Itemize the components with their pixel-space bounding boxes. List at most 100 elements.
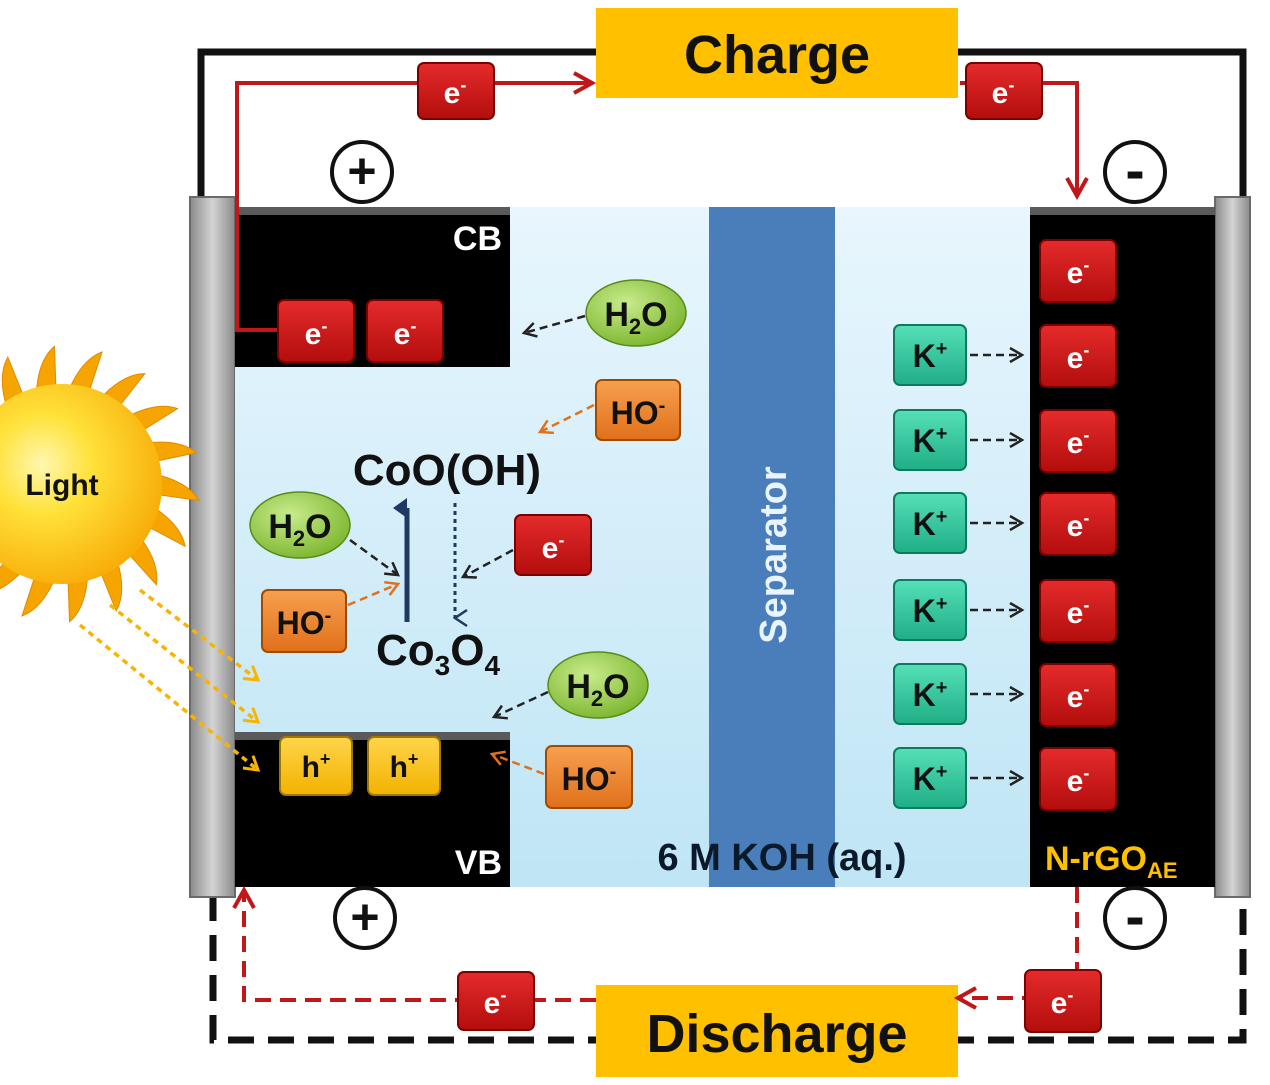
- electron-label: e: [1051, 987, 1068, 1020]
- svg-text:H2O: H2O: [566, 668, 629, 711]
- hydroxide-top-arrow: [540, 403, 595, 432]
- electron-label: e: [1067, 681, 1084, 714]
- hole-label: h: [302, 751, 320, 784]
- electrode-electron: e-: [1039, 324, 1117, 388]
- hydroxide-bottom-arrow: [492, 754, 545, 776]
- electron-label: e: [394, 318, 411, 351]
- negative-terminal-bottom: -: [1103, 884, 1167, 950]
- electron-charge: -: [558, 530, 564, 550]
- sun-ray: [21, 571, 57, 617]
- plus-sign: +: [350, 889, 379, 945]
- electrode-electron: e-: [1039, 747, 1117, 811]
- hydroxide-left: HO-: [261, 589, 347, 653]
- co3o4-sub-4: 4: [484, 650, 500, 681]
- svg-text:e-: e-: [992, 75, 1015, 110]
- potassium-ion: K+: [893, 663, 1022, 725]
- electrode-electron-column: e-e-e-e-e-e-e-: [1039, 239, 1117, 811]
- potassium-ion: K+: [893, 409, 1022, 471]
- charge-wire-electron-left: e-: [417, 62, 495, 120]
- water-sub: 2: [629, 314, 641, 339]
- potassium-ion: K+: [893, 324, 1022, 386]
- svg-text:h+: h+: [302, 749, 331, 784]
- electron-label: e: [1067, 427, 1084, 460]
- potassium-ion: K+: [893, 492, 1022, 554]
- electron-charge: -: [1083, 255, 1089, 275]
- vb-hole-2: h+: [367, 736, 441, 796]
- svg-text:K+: K+: [913, 677, 948, 713]
- water-to-cb-arrow: [524, 314, 586, 333]
- hole-label: h: [390, 751, 408, 784]
- water-molecule-bottom: H2O: [547, 651, 649, 719]
- potassium-label: K: [913, 761, 936, 797]
- svg-text:h+: h+: [390, 749, 419, 784]
- potassium-charge: +: [936, 338, 948, 360]
- electron-label: e: [444, 77, 461, 110]
- charge-label: Charge: [684, 25, 870, 85]
- electrode-label: N-rGOAE: [1045, 840, 1178, 883]
- potassium-ion: K+: [893, 579, 1022, 641]
- svg-text:e-: e-: [444, 75, 467, 110]
- hydroxide-charge: -: [659, 395, 666, 417]
- light-rays: [78, 588, 258, 770]
- co3o4-sub-3: 3: [435, 650, 451, 681]
- positive-terminal-top: +: [330, 140, 394, 204]
- potassium-charge: +: [936, 677, 948, 699]
- sun-ray: [152, 473, 200, 502]
- charge-electron-path: [235, 83, 592, 332]
- electron-charge: -: [410, 316, 416, 336]
- left-current-collector: [189, 196, 236, 898]
- sun-icon: Light: [0, 345, 200, 623]
- cb-top-edge: [235, 207, 510, 215]
- svg-text:e-: e-: [484, 985, 507, 1020]
- electron-charge: -: [500, 985, 506, 1005]
- svg-text:e-: e-: [542, 530, 565, 565]
- water-o: O: [305, 508, 331, 546]
- discharge-box: [596, 985, 958, 1077]
- discharge-wire-electron-right: e-: [1024, 969, 1102, 1033]
- svg-text:K+: K+: [913, 761, 948, 797]
- vb-hole-1: h+: [279, 736, 353, 796]
- electron-label: e: [1067, 342, 1084, 375]
- svg-text:e-: e-: [1067, 595, 1090, 630]
- svg-text:e-: e-: [1067, 340, 1090, 375]
- electron-charge: -: [1083, 595, 1089, 615]
- hydroxide-label: HO: [611, 395, 659, 431]
- co3o4-co: Co: [376, 626, 435, 675]
- electrode-label-main: N-rGO: [1045, 840, 1147, 878]
- electron-label: e: [1067, 765, 1084, 798]
- charge-box: [596, 8, 958, 98]
- hole-charge: +: [320, 749, 331, 769]
- water-left-arrow: [349, 538, 398, 575]
- svg-text:HO-: HO-: [611, 395, 666, 431]
- vb-label: VB: [455, 844, 502, 882]
- electrode-electron: e-: [1039, 409, 1117, 473]
- cb-label: CB: [453, 220, 502, 258]
- potassium-label: K: [913, 593, 936, 629]
- water-sub: 2: [591, 686, 603, 711]
- hydroxide-label: HO: [562, 761, 610, 797]
- electrode-top-edge: [1030, 207, 1215, 215]
- minus-sign: -: [1125, 138, 1144, 203]
- water-molecule-top: H2O: [585, 279, 687, 347]
- negative-terminal-top: -: [1103, 138, 1167, 204]
- svg-text:HO-: HO-: [277, 605, 332, 641]
- electron-label: e: [1067, 257, 1084, 290]
- svg-text:H2O: H2O: [604, 296, 667, 339]
- charge-wire-electron-right: e-: [965, 62, 1043, 120]
- co3o4-o: O: [450, 626, 484, 675]
- electron-charge: -: [1083, 508, 1089, 528]
- electron-label: e: [484, 987, 501, 1020]
- svg-text:e-: e-: [1067, 508, 1090, 543]
- electron-to-co3o4-arrow: [463, 548, 514, 577]
- minus-sign: -: [1125, 884, 1144, 949]
- potassium-charge: +: [936, 423, 948, 445]
- electron-charge: -: [460, 75, 466, 95]
- water-o: O: [603, 668, 629, 706]
- electron-charge: -: [1083, 340, 1089, 360]
- water-h: H: [604, 296, 629, 334]
- sun-ray: [35, 345, 57, 397]
- svg-text:e-: e-: [305, 316, 328, 351]
- discharge-electron-path-left: [244, 890, 596, 1002]
- water-bottom-arrow: [494, 690, 549, 717]
